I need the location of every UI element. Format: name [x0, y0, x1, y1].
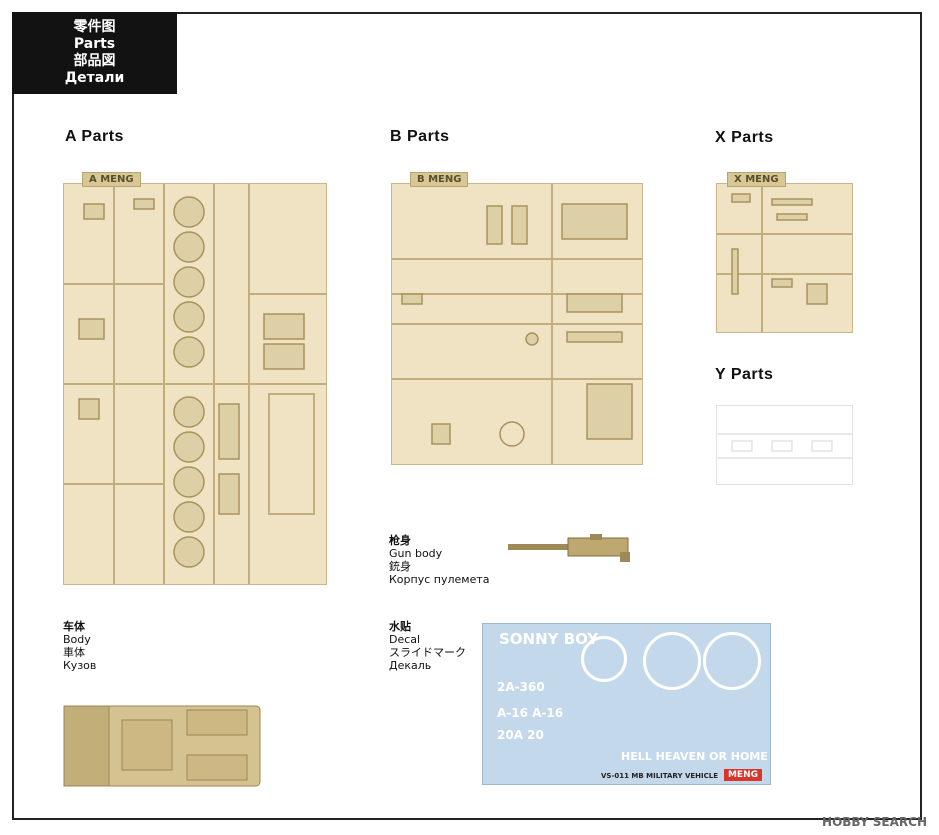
section-title-x: X Parts — [715, 129, 774, 146]
decal-footer: VS-011 MB MILITARY VEHICLE — [601, 772, 718, 780]
decal-star-roundel-1 — [643, 632, 701, 690]
sprue-x: X MENG — [716, 172, 853, 333]
body-label: 车体 Body 車体 Кузов — [63, 620, 96, 672]
decal-zh: 水贴 — [389, 620, 411, 633]
gun-body-ja: 銃身 — [389, 560, 411, 573]
decal-ja: スライドマーク — [389, 646, 466, 659]
sprue-b-tab: B MENG — [410, 172, 469, 187]
gun-body-part — [508, 534, 630, 562]
sprue-b: B MENG — [391, 172, 643, 465]
page-frame — [12, 12, 922, 820]
section-title-a: A Parts — [65, 128, 124, 145]
body-ja: 車体 — [63, 646, 85, 659]
sprue-x-parts — [717, 184, 852, 332]
header-line-zh: 零件图 — [73, 19, 116, 35]
header-box: 零件图 Parts 部品図 Детали — [12, 12, 177, 94]
decal-star-roundel-2 — [703, 632, 761, 690]
decal-code-3: 20A 20 — [497, 728, 544, 742]
watermark: HOBBY SEARCH — [822, 815, 927, 829]
decal-star-small — [581, 636, 627, 682]
decal-code-2: A-16 A-16 — [497, 706, 564, 720]
decal-sheet: SONNY BOY 2A-360 A-16 A-16 20A 20 HELL H… — [482, 623, 771, 785]
section-title-b: B Parts — [390, 128, 450, 145]
decal-sonny-boy: SONNY BOY — [499, 630, 599, 648]
decal-ru: Декаль — [389, 659, 432, 672]
sprue-x-tab: X MENG — [727, 172, 786, 187]
header-line-ru: Детали — [64, 70, 125, 86]
sprue-a-tab: A MENG — [82, 172, 141, 187]
decal-brand-logo: MENG — [723, 769, 762, 781]
sprue-b-parts — [392, 184, 642, 464]
sprue-a-parts — [64, 184, 326, 584]
body-ru: Кузов — [63, 659, 97, 672]
body-en: Body — [63, 633, 91, 646]
decal-en: Decal — [389, 633, 421, 646]
section-title-y: Y Parts — [715, 366, 774, 383]
gun-body-zh: 枪身 — [389, 534, 411, 547]
header-line-ja: 部品図 — [73, 53, 116, 69]
decal-label: 水贴 Decal スライドマーク Декаль — [389, 620, 466, 672]
gun-body-ru: Корпус пулемета — [389, 573, 490, 586]
body-zh: 车体 — [63, 620, 85, 633]
body-part — [63, 705, 261, 787]
decal-hell-heaven: HELL HEAVEN OR HOME — [621, 750, 768, 763]
gun-body-label: 枪身 Gun body 銃身 Корпус пулемета — [389, 534, 489, 586]
sprue-y — [716, 405, 853, 485]
header-line-en: Parts — [73, 36, 116, 52]
gun-body-en: Gun body — [389, 547, 443, 560]
sprue-y-parts — [717, 433, 852, 459]
sprue-a: A MENG — [63, 172, 327, 585]
decal-code-1: 2A-360 — [497, 680, 545, 694]
